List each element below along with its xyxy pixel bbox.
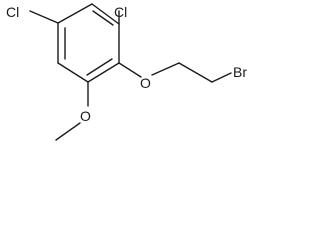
- bond-methoxy-oxygen-to-ch3: [55, 122, 81, 141]
- atom-label-bromine: Br: [233, 64, 247, 80]
- atom-label-ether-oxygen: O: [140, 75, 151, 91]
- ring-double-bond-bottom-right: [86, 58, 113, 76]
- benzene-ring: [57, 3, 120, 83]
- ring-double-bond-top-right: [92, 10, 114, 26]
- bond-ch2-to-ch2: [178, 62, 213, 83]
- atom-label-cl-top-left: Cl: [6, 4, 19, 20]
- atom-label-methoxy-oxygen: O: [80, 108, 91, 124]
- bond-ether-oxygen-to-ch2: [151, 62, 180, 76]
- ring-bond-bottom-left: [57, 62, 89, 83]
- ring-bond-top-left: [57, 3, 93, 24]
- bond-ch2-to-bromine: [211, 72, 232, 83]
- molecule-structure: Cl Cl O Br O: [6, 3, 247, 141]
- bond-ring-to-cl-left: [29, 10, 59, 24]
- ring-bond-bottom-right: [87, 62, 120, 83]
- atom-label-cl-top-right: Cl: [114, 4, 127, 20]
- bond-ring-to-ether-oxygen: [118, 62, 142, 78]
- ring-bond-top-right: [91, 3, 120, 25]
